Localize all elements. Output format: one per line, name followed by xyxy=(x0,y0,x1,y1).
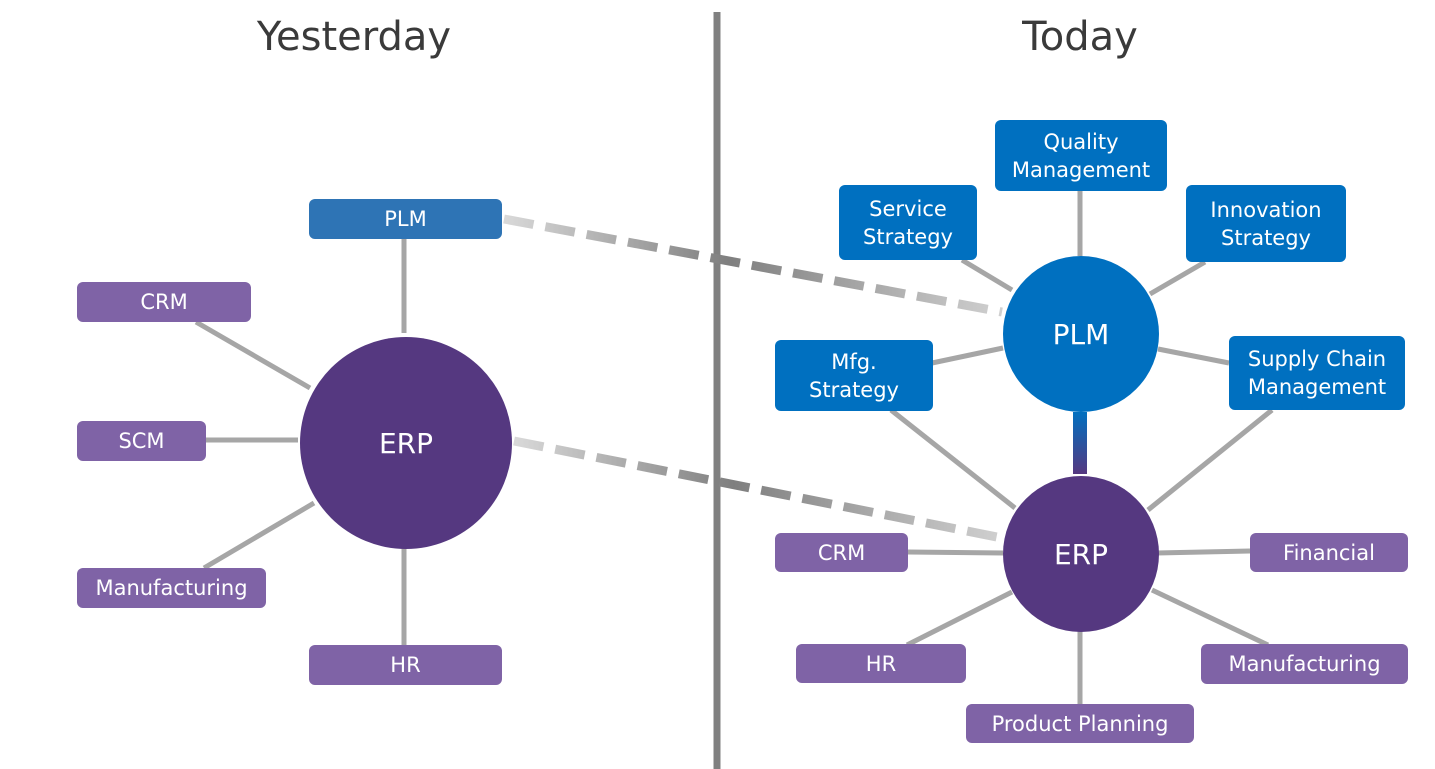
today-plm-hub: PLM xyxy=(1003,256,1159,412)
heading-yesterday: Yesterday xyxy=(256,14,452,60)
spoke-erp-manufacturing-today xyxy=(1150,587,1270,648)
yesterday-crm-node: CRM xyxy=(77,282,251,322)
erp-migration-dash xyxy=(513,436,1003,543)
spoke-erp-crm xyxy=(194,319,312,391)
today-service-strategy-node: Service Strategy xyxy=(839,185,977,260)
today-manufacturing-node: Manufacturing xyxy=(1201,644,1408,684)
today-erp-hub: ERP xyxy=(1003,476,1159,632)
yesterday-scm-node: SCM xyxy=(77,421,206,461)
spoke-plm-innovation xyxy=(1148,259,1207,297)
yesterday-erp-hub: ERP xyxy=(300,337,512,549)
plm-erp-hub-link xyxy=(1073,412,1087,474)
today-financial-node: Financial xyxy=(1250,533,1408,572)
today-innovation-strategy-node: Innovation Strategy xyxy=(1186,185,1346,262)
spoke-erp-supply xyxy=(1146,408,1274,512)
today-product-planning-node: Product Planning xyxy=(966,704,1194,743)
yesterday-manufacturing-node: Manufacturing xyxy=(77,568,266,608)
spoke-erp-manufacturing xyxy=(202,500,316,571)
spoke-plm-mfg xyxy=(931,345,1004,366)
spoke-erp-crm-today xyxy=(907,549,1004,556)
plm-migration-dash xyxy=(503,214,1003,317)
spoke-erp-financial xyxy=(1156,548,1251,556)
today-quality-management-node: Quality Management xyxy=(995,120,1167,191)
today-hr-node: HR xyxy=(796,644,966,683)
spoke-plm-supply xyxy=(1157,346,1230,366)
today-mfg-strategy-node: Mfg. Strategy xyxy=(775,340,933,411)
heading-today: Today xyxy=(1022,14,1138,60)
spoke-erp-hr-today xyxy=(905,589,1014,648)
today-spokes xyxy=(889,190,1274,704)
yesterday-plm-node: PLM xyxy=(309,199,502,239)
today-crm-node: CRM xyxy=(775,533,908,572)
spoke-plm-service xyxy=(960,257,1014,293)
yesterday-hr-node: HR xyxy=(309,645,502,685)
yesterday-spokes xyxy=(194,238,407,646)
today-supply-chain-node: Supply Chain Management xyxy=(1229,336,1405,410)
spoke-erp-mfg xyxy=(889,408,1017,510)
